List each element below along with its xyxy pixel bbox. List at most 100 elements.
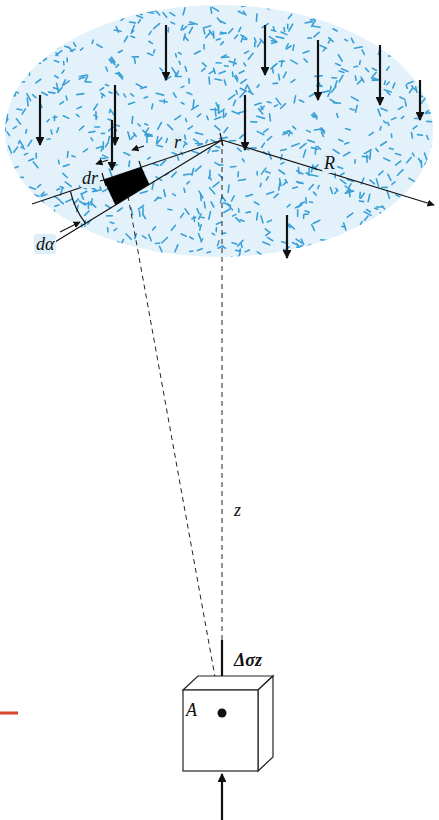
speckle (407, 158, 411, 163)
speckle (321, 132, 323, 136)
speckle (345, 18, 347, 21)
speckle (391, 21, 398, 24)
speckle (379, 171, 383, 175)
speckle (387, 82, 390, 85)
speckle (229, 29, 233, 34)
speckle (62, 220, 66, 222)
speckle (280, 60, 283, 66)
speckle (378, 109, 380, 115)
speckle (246, 211, 250, 213)
speckle (97, 44, 102, 47)
speckle (74, 43, 76, 47)
speckle (175, 54, 178, 57)
speckle (406, 85, 407, 88)
speckle (64, 81, 70, 85)
speckle (33, 162, 38, 168)
speckle (429, 162, 433, 163)
speckle (308, 37, 312, 39)
speckle (338, 167, 343, 169)
speckle (245, 51, 249, 53)
speckle (364, 212, 371, 216)
speckle (333, 29, 337, 31)
speckle (216, 222, 220, 224)
speckle (366, 245, 368, 250)
speckle (361, 193, 364, 198)
speckle (80, 201, 86, 205)
speckle (92, 40, 93, 43)
speckle (354, 47, 362, 49)
speckle (323, 49, 325, 51)
speckle (311, 19, 315, 21)
speckle (209, 170, 211, 174)
speckle (5, 229, 8, 231)
speckle (35, 15, 41, 18)
speckle (313, 220, 320, 223)
speckle (9, 94, 16, 96)
speckle (157, 145, 163, 146)
speckle (409, 88, 412, 93)
speckle (376, 238, 380, 242)
speckle (301, 239, 303, 244)
speckle (407, 82, 413, 84)
speckle (124, 36, 127, 42)
speckle (414, 71, 420, 74)
speckle (29, 159, 34, 161)
speckle (13, 126, 16, 128)
speckle (261, 106, 263, 109)
speckle (274, 194, 278, 198)
speckle (88, 202, 90, 208)
speckle (332, 86, 336, 92)
speckle (232, 72, 234, 76)
speckle (9, 146, 12, 153)
speckle (131, 94, 134, 96)
speckle (181, 234, 186, 236)
speckle (20, 56, 22, 64)
speckle (283, 72, 286, 77)
speckle (336, 64, 341, 66)
speckle (309, 185, 313, 190)
dimension-label: dα (34, 234, 56, 254)
speckle (294, 96, 295, 103)
speckle (257, 116, 265, 118)
speckle (66, 96, 67, 100)
speckle (85, 76, 87, 81)
speckle (145, 124, 148, 125)
speckle (392, 118, 396, 120)
speckle (401, 116, 403, 118)
speckle (354, 160, 356, 163)
speckle (269, 37, 276, 41)
speckle (56, 51, 62, 56)
speckle (209, 30, 213, 35)
speckle (345, 11, 347, 15)
speckle (340, 173, 344, 175)
speckle (257, 85, 259, 88)
speckle (12, 70, 14, 72)
speckle (261, 168, 265, 174)
speckle (332, 77, 336, 79)
speckle (215, 163, 220, 166)
speckle (411, 133, 412, 138)
speckle (338, 55, 342, 61)
load-arrows (40, 25, 420, 258)
speckle (427, 136, 429, 140)
speckle (321, 128, 324, 131)
speckle (279, 183, 280, 190)
speckle (128, 132, 130, 140)
speckle (153, 164, 158, 165)
speckle (285, 180, 287, 183)
speckle (212, 7, 218, 11)
speckle (414, 196, 418, 197)
speckle (236, 91, 237, 95)
speckle (21, 147, 25, 149)
speckle (345, 39, 348, 40)
speckle (51, 130, 52, 134)
speckle (244, 63, 246, 66)
speckle (281, 149, 287, 150)
speckle (291, 60, 297, 64)
speckle (263, 5, 269, 9)
speckle (3, 195, 8, 197)
speckle (240, 135, 244, 138)
speckle (21, 58, 23, 62)
speckle (384, 90, 391, 92)
speckle (11, 67, 15, 69)
